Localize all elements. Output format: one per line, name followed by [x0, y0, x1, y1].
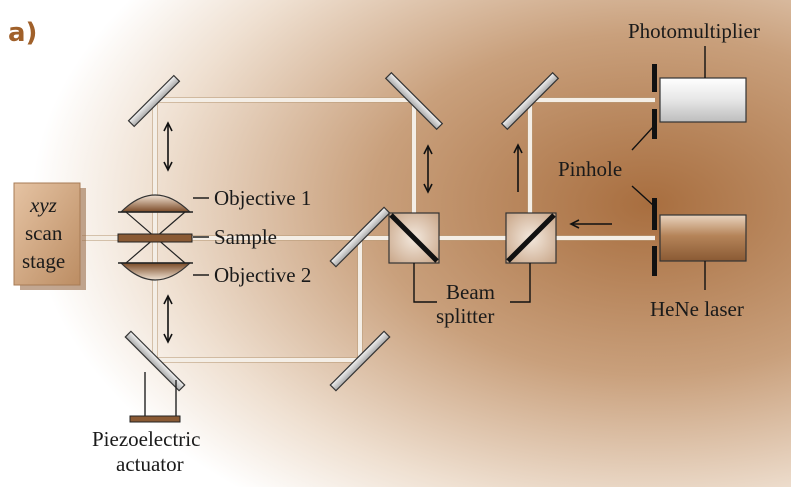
label-piezo-2: actuator	[116, 452, 184, 476]
mirror-top-left	[127, 74, 181, 128]
label-photomultiplier: Photomultiplier	[628, 19, 760, 43]
piezoelectric-actuator	[129, 372, 181, 423]
arrow-icon	[513, 143, 523, 192]
beam-splitter-bracket	[413, 263, 531, 303]
mirror-mid-left	[329, 206, 391, 268]
label-beam-splitter-1: Beam	[446, 280, 495, 304]
photomultiplier-tube-icon	[659, 46, 747, 123]
mirror-top-middle	[384, 71, 444, 131]
panel-label: a)	[8, 18, 37, 48]
label-objective-1: Objective 1	[214, 186, 311, 210]
label-beam-splitter-2: splitter	[436, 304, 494, 328]
double-arrow-icon	[423, 144, 433, 194]
objective-lens-icon	[118, 262, 193, 281]
objective-lens-icon	[118, 194, 193, 213]
beam-splitter-cube-icon	[505, 212, 557, 264]
leader-lines	[193, 125, 655, 276]
mirror-bottom-left	[124, 330, 186, 392]
label-hene-laser: HeNe laser	[650, 297, 744, 321]
pinhole-plate-icon	[652, 198, 657, 276]
label-sample: Sample	[214, 225, 277, 249]
arrow-icon	[569, 219, 612, 229]
mirror-top-right	[500, 71, 560, 131]
label-objective-2: Objective 2	[214, 263, 311, 287]
beam-splitter-cube-icon	[388, 212, 440, 264]
label-stage-stage: stage	[22, 249, 65, 273]
double-arrow-icon	[163, 121, 173, 172]
double-arrow-icon	[163, 294, 173, 344]
label-stage-scan: scan	[25, 221, 63, 245]
label-piezo-1: Piezoelectric	[92, 427, 200, 451]
label-pinhole: Pinhole	[558, 157, 622, 181]
mirror-bottom-middle	[329, 330, 391, 392]
label-stage-xyz: xyz	[29, 193, 57, 217]
laser-tube-icon	[659, 214, 747, 290]
xyz-scan-stage	[13, 182, 86, 290]
sample-slide	[117, 233, 193, 243]
pinhole-plate-icon	[652, 64, 657, 139]
